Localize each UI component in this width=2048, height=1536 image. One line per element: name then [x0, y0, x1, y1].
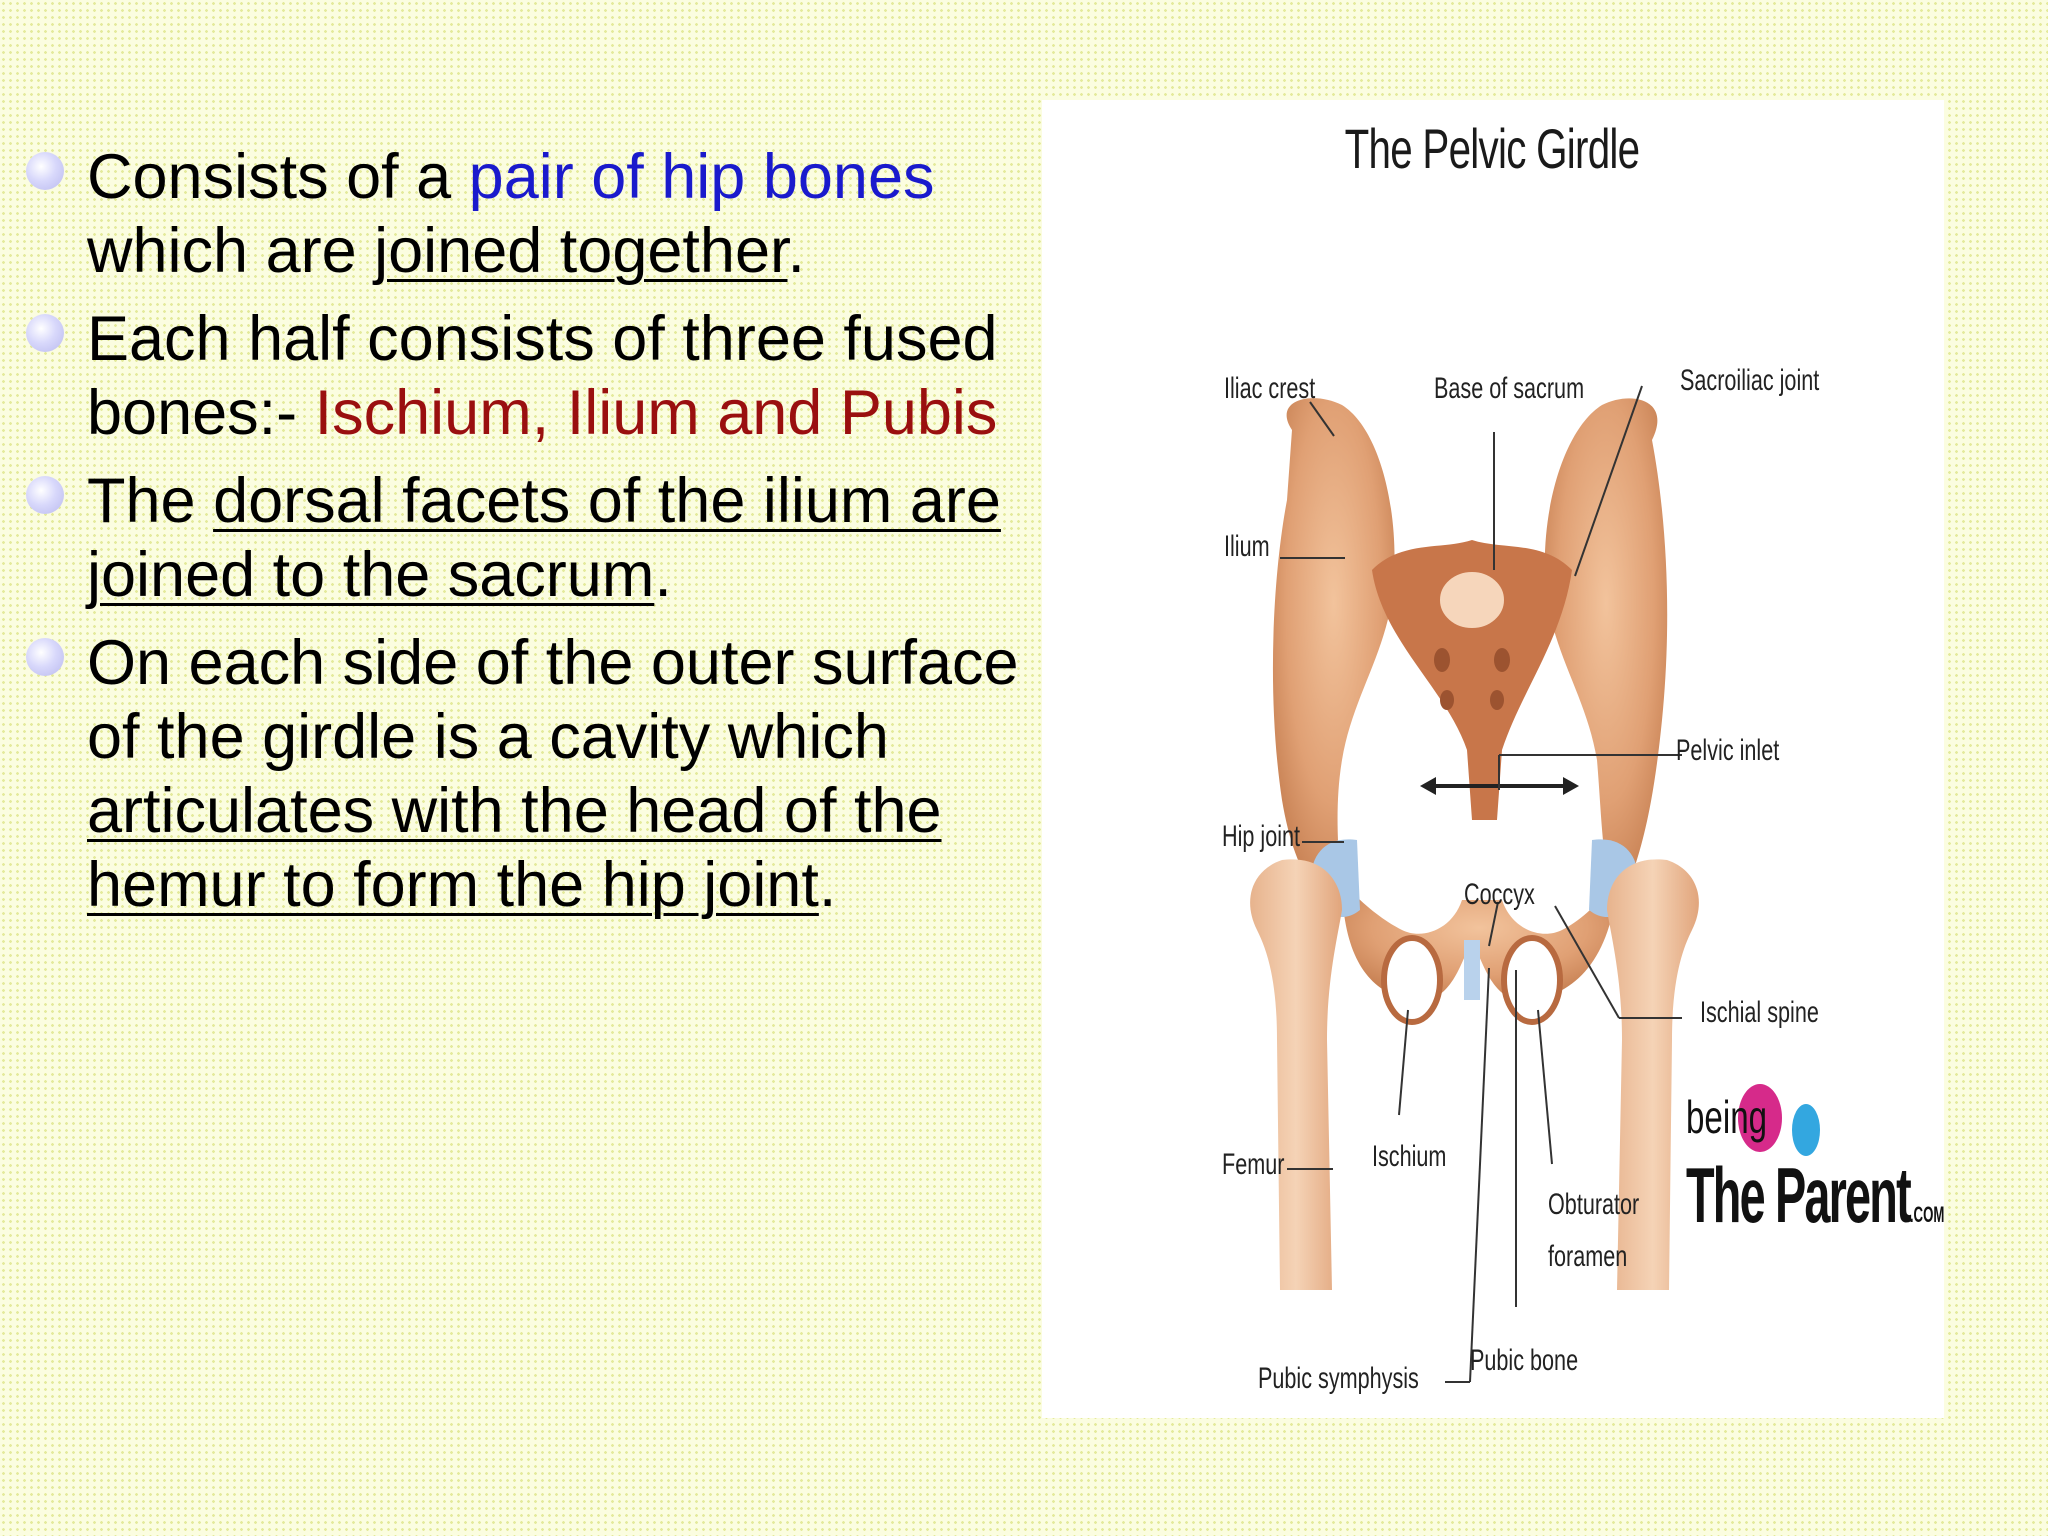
- label-femur: Femur: [1222, 1148, 1285, 1181]
- bullet-item: The dorsal facets of the ilium are joine…: [22, 464, 1032, 612]
- bullet-dot-icon: [26, 152, 64, 190]
- label-iliac-crest: Iliac crest: [1224, 372, 1316, 405]
- bullet-text-segment: .: [654, 540, 672, 610]
- bullet-dot-icon: [26, 476, 64, 514]
- pubic-symphysis-cartilage: [1464, 940, 1480, 1000]
- bullet-dot-icon: [26, 314, 64, 352]
- logo-dot-pink: [1738, 1084, 1782, 1152]
- label-sacroiliac-joint: Sacroiliac joint: [1680, 364, 1820, 397]
- pelvic-girdle-figure: The Pelvic Girdle Iliac crest Base of sa…: [1042, 100, 1944, 1418]
- label-hip-joint: Hip joint: [1222, 820, 1301, 853]
- right-femur: [1607, 859, 1699, 1290]
- bullet-item: Each half consists of three fused bones:…: [22, 302, 1032, 450]
- bullet-text-segment: articulates with the head of the hemur t…: [87, 776, 942, 920]
- left-ilium: [1272, 398, 1395, 910]
- label-ischium: Ischium: [1372, 1140, 1447, 1173]
- left-obturator-foramen: [1381, 935, 1443, 1025]
- bullet-text-segment: Ischium, Ilium and Pubis: [314, 378, 998, 448]
- label-foramen: foramen: [1548, 1240, 1628, 1273]
- bullet-text-segment: Each half consists of three fused bones:…: [87, 304, 998, 448]
- bullet-text-segment: pair of hip bones: [468, 142, 935, 212]
- bullet-text-segment: dorsal facets of the ilium are joined to…: [87, 466, 1001, 610]
- label-base-of-sacrum: Base of sacrum: [1434, 372, 1585, 405]
- sacrum: [1372, 540, 1572, 820]
- logo-dot-blue: [1792, 1104, 1820, 1156]
- bullet-text-segment: .: [787, 216, 806, 286]
- bullet-text-segment: joined together: [374, 216, 788, 286]
- bullet-list: Consists of a pair of hip bones which ar…: [22, 140, 1032, 936]
- label-obturator: Obturator: [1548, 1188, 1640, 1221]
- bullet-item: Consists of a pair of hip bones which ar…: [22, 140, 1032, 288]
- label-coccyx: Coccyx: [1464, 878, 1535, 911]
- figure-title: The Pelvic Girdle: [1344, 117, 1640, 180]
- bullet-dot-icon: [26, 638, 64, 676]
- sacral-base: [1436, 568, 1508, 632]
- right-ilium: [1544, 398, 1668, 910]
- pelvis-diagram: [1250, 385, 1820, 1383]
- label-pelvic-inlet: Pelvic inlet: [1676, 734, 1780, 767]
- bullet-item: On each side of the outer surface of the…: [22, 626, 1032, 922]
- logo-brand: The Parent.COM: [1686, 1150, 1944, 1241]
- label-ischial-spine: Ischial spine: [1700, 996, 1819, 1029]
- bullet-text-segment: which are: [87, 216, 375, 286]
- bullet-text-segment: .: [818, 850, 837, 920]
- logo-being: being: [1686, 1091, 1768, 1143]
- bullet-text-segment: The: [87, 466, 214, 536]
- right-obturator-foramen: [1501, 935, 1563, 1025]
- label-pubic-symphysis: Pubic symphysis: [1258, 1362, 1419, 1395]
- bullet-text-segment: Consists of a: [87, 142, 469, 212]
- label-ilium: Ilium: [1224, 530, 1270, 563]
- bullet-text-segment: On each side of the outer surface of the…: [87, 628, 1019, 772]
- logo-brand-text: The Parent: [1686, 1151, 1912, 1239]
- logo-suffix: .COM: [1909, 1202, 1945, 1227]
- left-femur: [1250, 859, 1342, 1290]
- label-pubic-bone: Pubic bone: [1470, 1344, 1579, 1377]
